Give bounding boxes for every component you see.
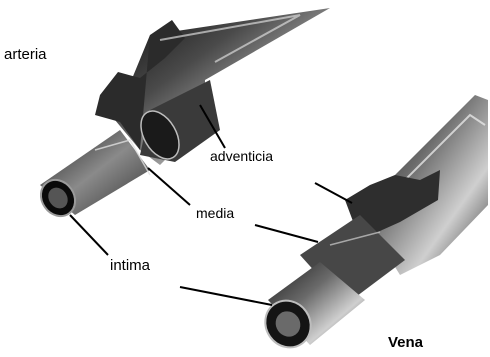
adventicia-leader-line-vein [315, 183, 352, 203]
media-leader-line-vein [255, 225, 318, 242]
label-intima: intima [110, 257, 150, 274]
label-vena: Vena [388, 334, 423, 351]
intima-leader-line-artery [70, 215, 108, 255]
artery-illustration [34, 8, 330, 223]
vein-illustration [256, 95, 488, 356]
label-media: media [196, 205, 234, 221]
media-leader-line-artery [148, 168, 190, 205]
intima-leader-line-vein [180, 287, 272, 305]
label-adventicia: adventicia [210, 148, 273, 164]
label-arteria: arteria [4, 46, 47, 63]
